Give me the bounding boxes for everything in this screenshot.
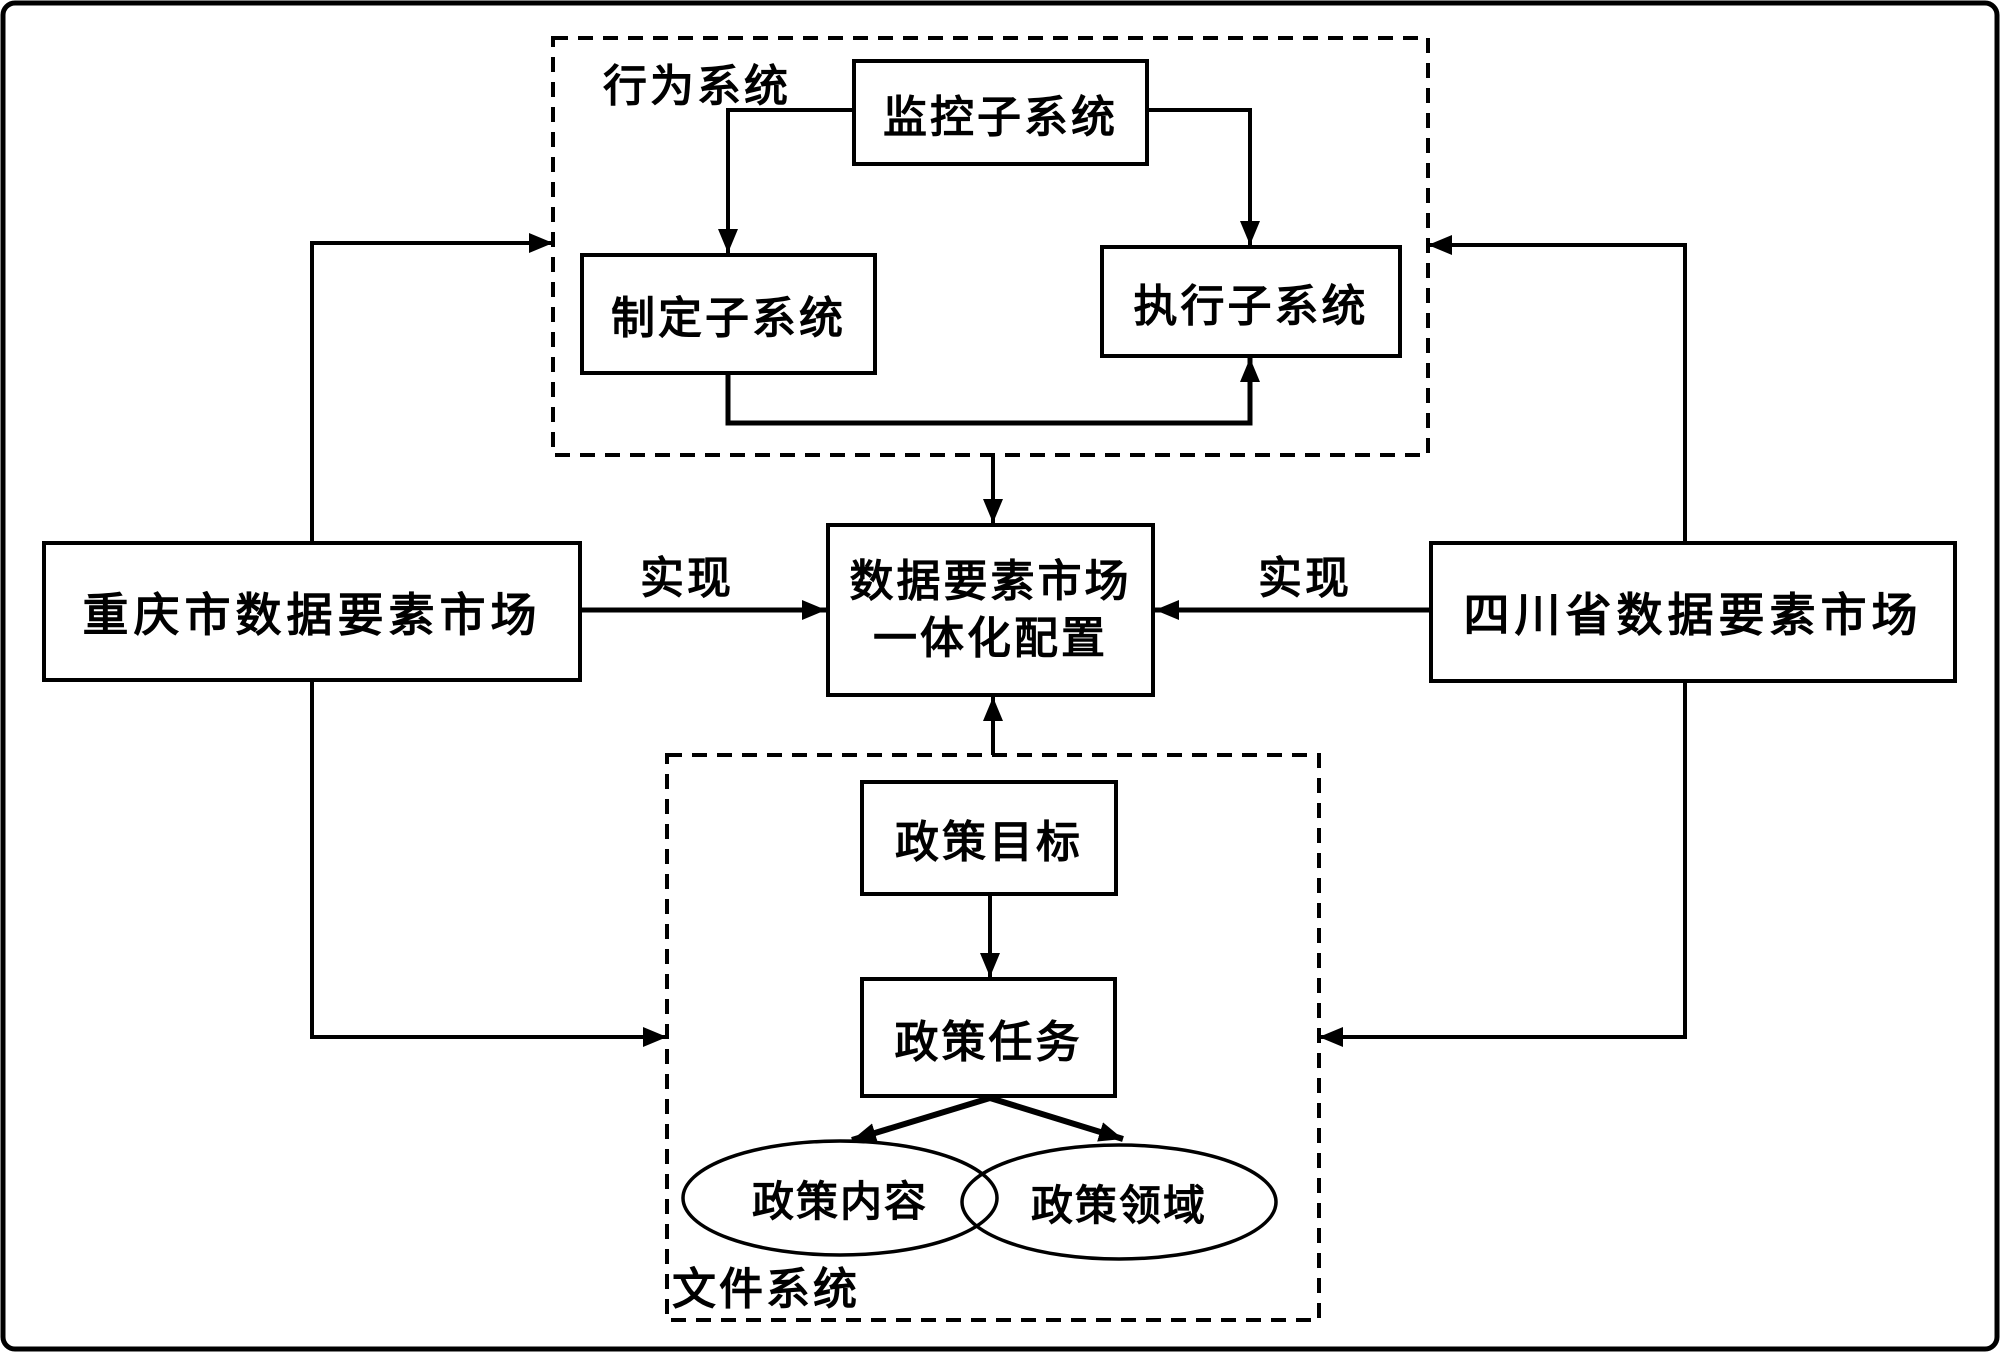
policy-content-label: 政策内容 bbox=[751, 1177, 928, 1225]
center-config-text: 数据要素市场 一体化配置 bbox=[850, 553, 1132, 667]
policy-content-ellipse bbox=[681, 1139, 999, 1257]
file-system-label: 文件系统 bbox=[672, 1265, 860, 1314]
policy-domain-label: 政策领域 bbox=[1030, 1181, 1207, 1229]
connector-chongqing-to-behavior-system bbox=[310, 233, 553, 541]
policy-task-box: 政策任务 bbox=[860, 977, 1117, 1098]
policy-domain-ellipse bbox=[960, 1143, 1278, 1261]
formulate-subsystem-box: 制定子系统 bbox=[580, 253, 877, 375]
realize-label-right: 实现 bbox=[1258, 554, 1352, 603]
execute-subsystem-box: 执行子系统 bbox=[1100, 245, 1402, 358]
connector-task-to-content bbox=[851, 1095, 991, 1143]
chongqing-market-box: 重庆市数据要素市场 bbox=[42, 541, 582, 682]
policy-goal-box: 政策目标 bbox=[860, 780, 1118, 896]
sichuan-market-box: 四川省数据要素市场 bbox=[1429, 541, 1957, 683]
realize-label-left: 实现 bbox=[640, 554, 734, 603]
connector-sichuan-to-file-system bbox=[1319, 683, 1687, 1047]
center-config-line1: 数据要素市场 bbox=[849, 556, 1132, 606]
connector-sichuan-to-behavior-system bbox=[1428, 235, 1687, 541]
center-config-box: 数据要素市场 一体化配置 bbox=[826, 523, 1155, 697]
connector-task-to-domain bbox=[989, 1095, 1124, 1142]
connector-formulate-to-execute bbox=[725, 358, 1260, 426]
connector-monitor-to-execute bbox=[1149, 108, 1260, 245]
center-config-line2: 一体化配置 bbox=[873, 614, 1108, 663]
behavior-system-label: 行为系统 bbox=[603, 62, 791, 111]
connector-monitor-to-formulate bbox=[718, 108, 852, 253]
connector-chongqing-to-file-system bbox=[310, 682, 667, 1047]
monitor-subsystem-box: 监控子系统 bbox=[852, 59, 1149, 166]
